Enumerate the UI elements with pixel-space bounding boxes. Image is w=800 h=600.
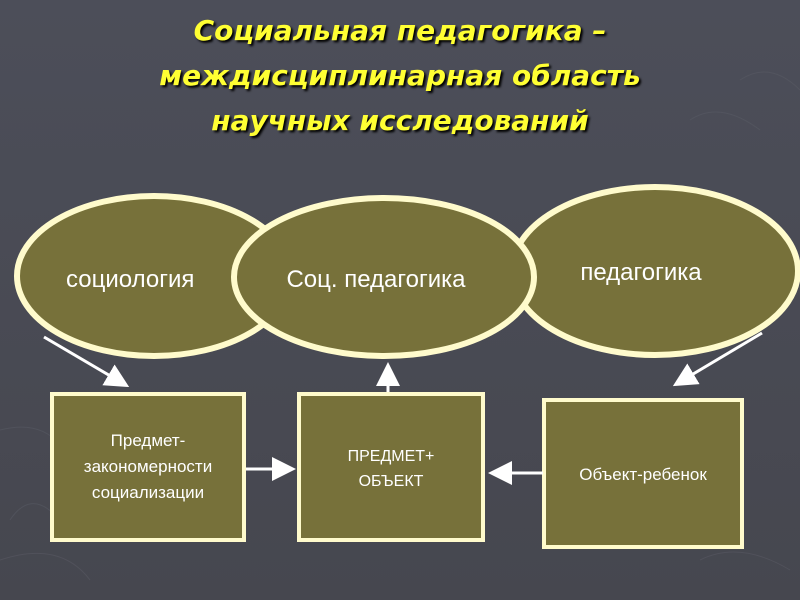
box-subject-object-line-1: ПРЕДМЕТ+ xyxy=(348,448,435,465)
box-subject-line-3: социализации xyxy=(92,483,204,502)
title-line-2: междисциплинарная область xyxy=(159,59,641,92)
box-object-line-1: Объект-ребенок xyxy=(579,465,707,484)
slide-title: Социальная педагогика – междисциплинарна… xyxy=(60,8,740,143)
box-subject-object xyxy=(297,392,485,542)
ellipse-label-sociology: социология xyxy=(66,266,194,293)
box-subject-object-line-2: ОБЪЕКТ xyxy=(359,473,424,490)
arrow-pedagogy-to-object xyxy=(672,331,763,387)
box-subject-line-2: закономерности xyxy=(84,457,212,476)
ellipse-label-pedagogy: педагогика xyxy=(580,259,702,286)
title-line-3: научных исследований xyxy=(211,104,589,137)
box-object xyxy=(542,398,744,549)
title-line-1: Социальная педагогика – xyxy=(193,14,607,47)
box-subject xyxy=(50,392,246,542)
arrow-sociology-to-subject xyxy=(43,335,130,388)
ellipse-social-pedagogy xyxy=(231,195,537,359)
ellipse-label-social-pedagogy: Соц. педагогика xyxy=(286,266,466,293)
box-subject-line-1: Предмет- xyxy=(111,431,186,450)
